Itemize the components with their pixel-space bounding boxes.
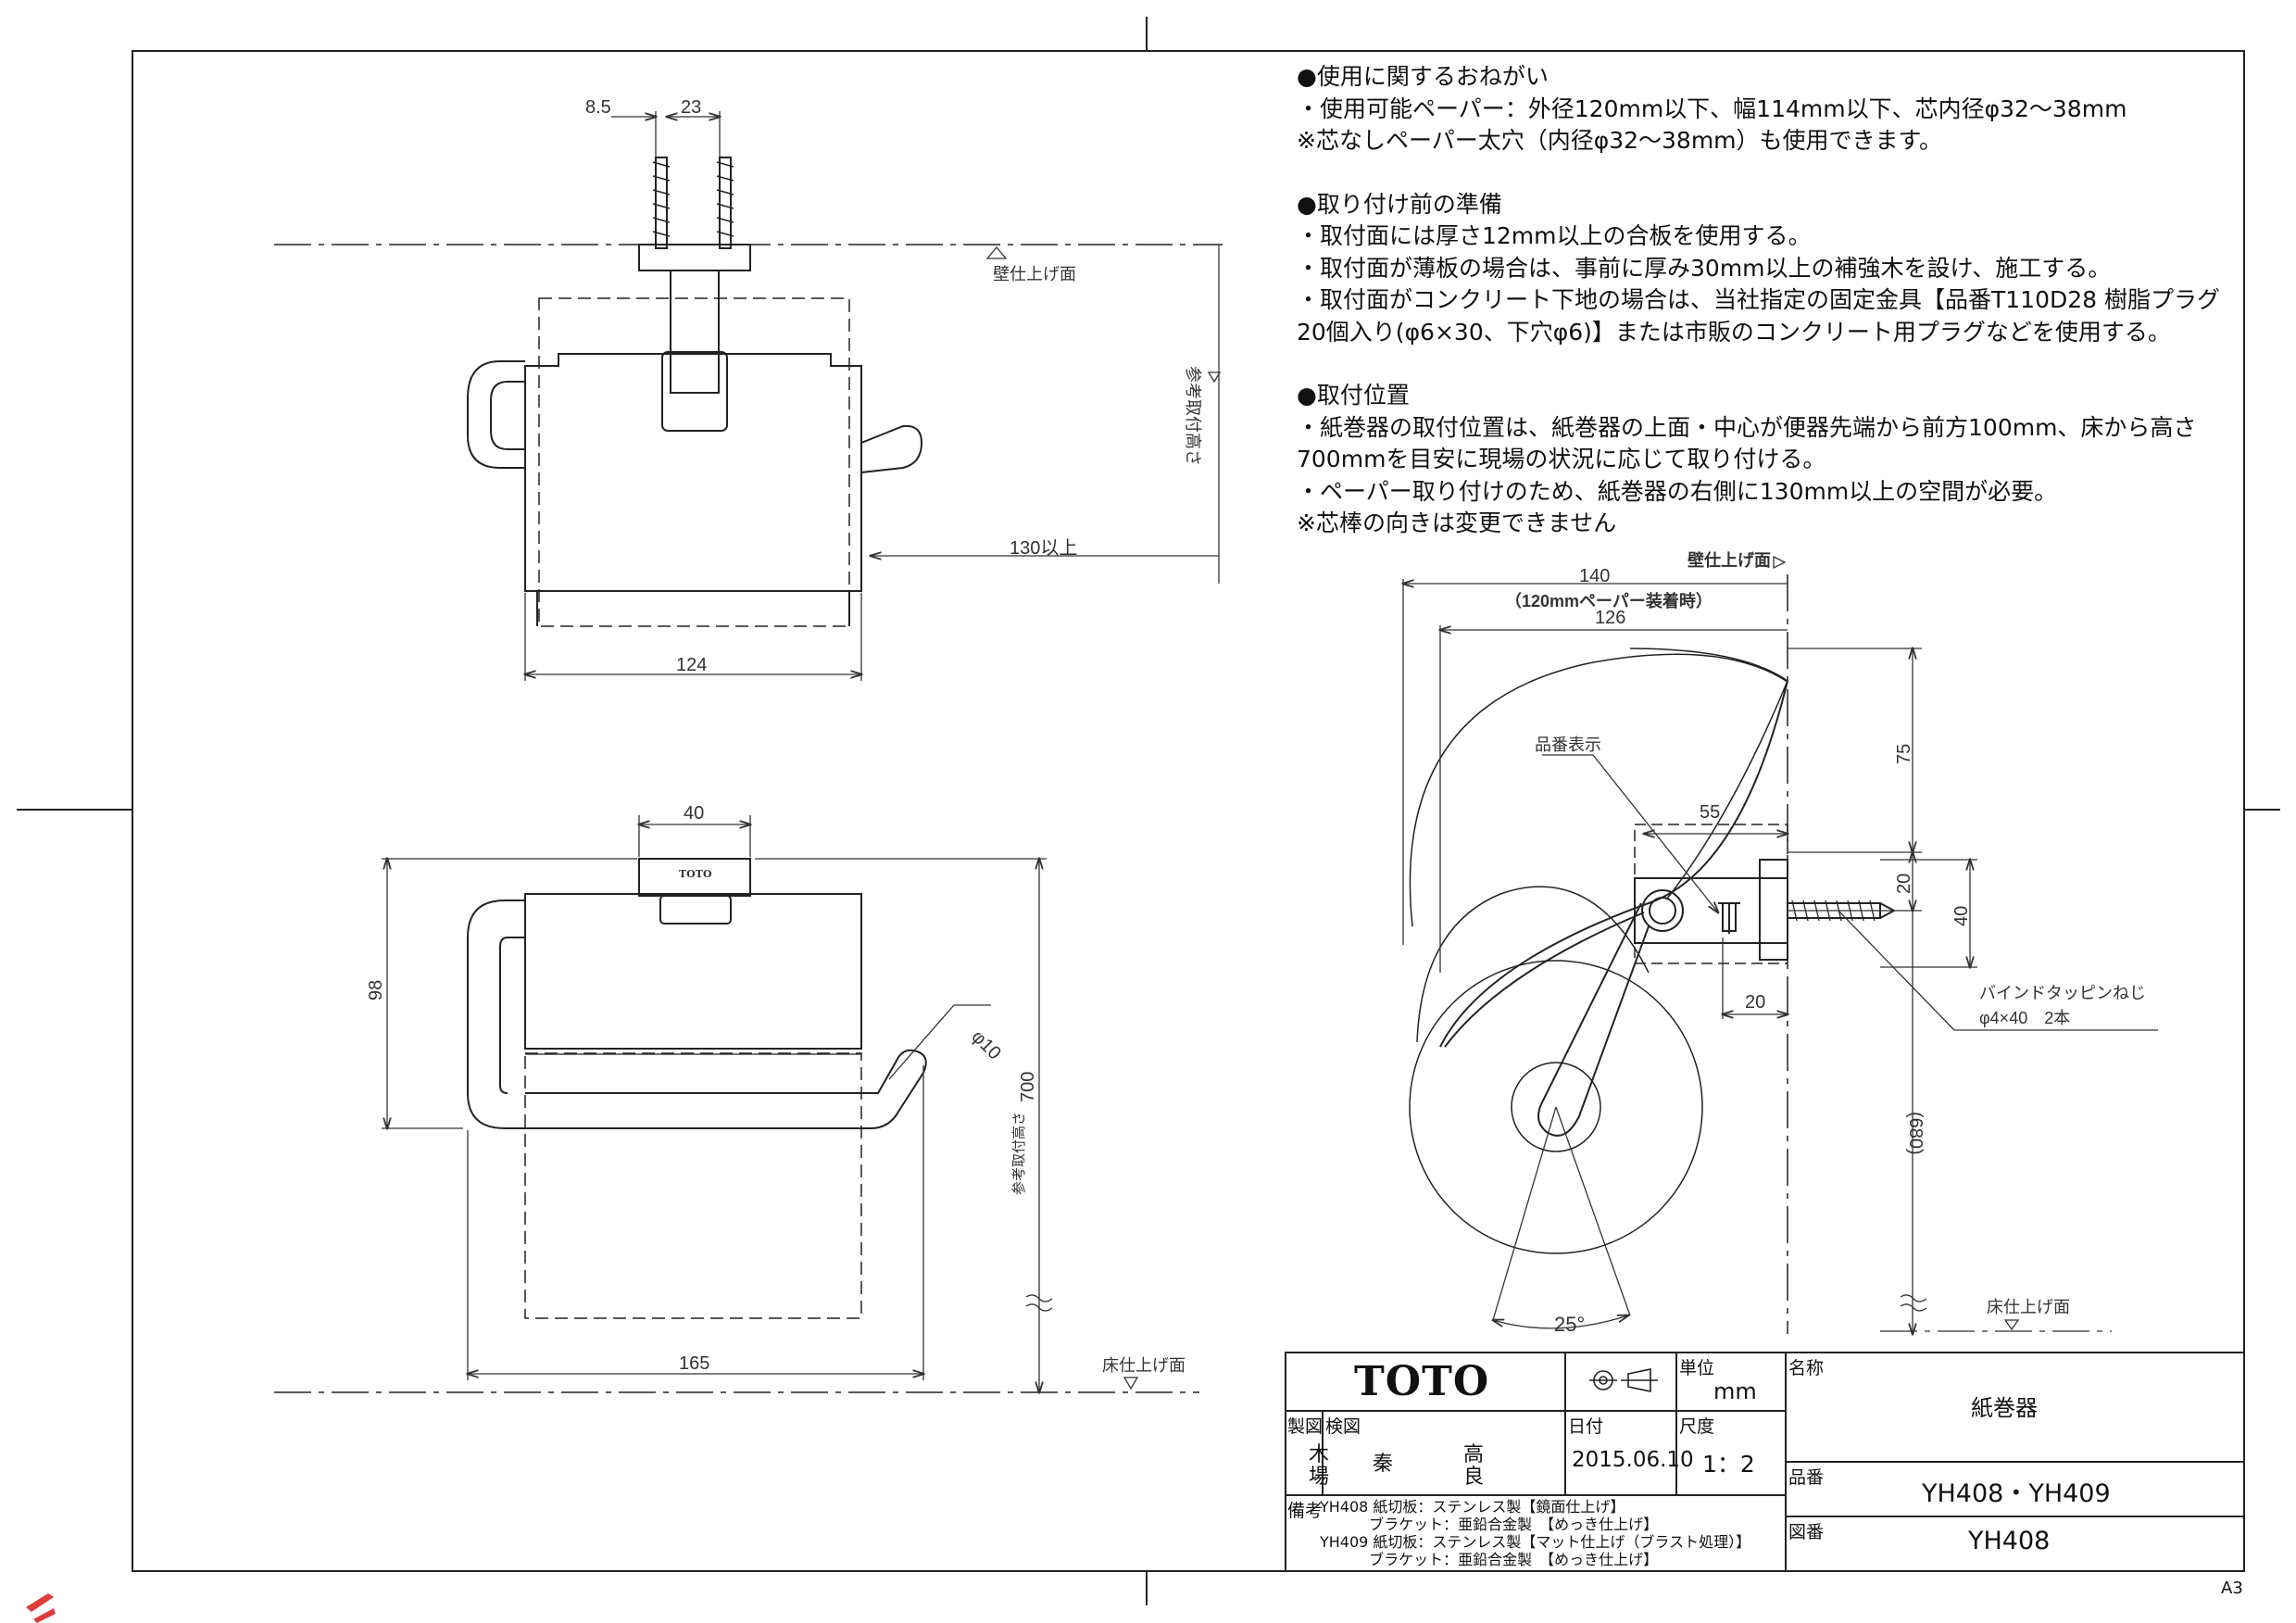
install-height-ref-label: 参考取付高さ — [1184, 366, 1202, 466]
remarks-line: ブラケット：亜鉛合金製 【めっき仕上げ】 — [1320, 1516, 1659, 1533]
dim-40: 40 — [684, 803, 704, 824]
dim-23: 23 — [681, 97, 701, 118]
dim-75: 75 — [1894, 744, 1914, 764]
dim-55: 55 — [1700, 802, 1720, 823]
side-floor-finish-label: 床仕上げ面 — [1987, 1298, 2070, 1316]
part-number-mark-label: 品番表示 — [1535, 736, 1601, 754]
angle-25: 25° — [1554, 1313, 1585, 1336]
notes-line: ・紙巻器の取付位置は、紙巻器の上面・中心が便器先端から前方100mm、床から高さ — [1297, 413, 2197, 441]
notes-line: 20個入り(φ6×30、下穴φ6)】または市販のコンクリート用プラグなどを使用す… — [1297, 318, 2171, 346]
side-wall-marker — [1773, 555, 1787, 570]
product-value: YH408・YH409 — [1922, 1479, 2111, 1508]
notes-line: ・ペーパー取り付けのため、紙巻器の右側に130mm以上の空間が必要。 — [1297, 477, 2058, 505]
drawn-value-2: 場 — [1309, 1466, 1330, 1489]
title-block-lines — [1285, 1352, 2245, 1572]
brand-logo: TOTO — [1354, 1358, 1490, 1405]
floor-marker-triangle — [1123, 1377, 1139, 1390]
ref-height-label: 参考取付高さ — [1011, 1112, 1027, 1195]
dim-126: 126 — [1595, 608, 1625, 628]
checked-value: 秦 — [1373, 1453, 1394, 1476]
wall-marker-triangle-2 — [1207, 371, 1222, 384]
notes-line: ・使用可能ペーパー：外径120mm以下、幅114mm以下、芯内径φ32～38mm — [1297, 94, 2127, 122]
drawn-label: 製図 — [1287, 1416, 1324, 1437]
third-angle-symbol — [1589, 1368, 1658, 1392]
remarks-label: 備考 — [1287, 1501, 1324, 1521]
logo-mark — [26, 1593, 56, 1623]
checked-label: 検図 — [1325, 1416, 1361, 1437]
front-logo: TOTO — [679, 868, 712, 880]
notes-preparation: ●取り付け前の準備 ・取付面には厚さ12mm以上の合板を使用する。 ・取付面が薄… — [1297, 189, 2251, 349]
floor-finish-label: 床仕上げ面 — [1102, 1356, 1186, 1375]
top-view — [274, 157, 1223, 627]
front-view-dimensions — [382, 815, 1053, 1392]
side-view-dimensions — [1403, 579, 2158, 1334]
side-wall-finish-label: 壁仕上げ面 — [1687, 550, 1771, 570]
remarks-line: ブラケット：亜鉛合金製 【めっき仕上げ】 — [1320, 1551, 1659, 1568]
notes-usage-heading: ●使用に関するおねがい — [1297, 63, 1549, 90]
scale-label: 尺度 — [1679, 1416, 1715, 1437]
date-value: 2015.06.10 — [1572, 1448, 1694, 1472]
unit-label: 単位 — [1679, 1358, 1715, 1378]
screw-name-label: バインドタッピンねじ — [1979, 984, 2146, 1002]
notes-line: ※芯棒の向きは変更できません — [1297, 510, 1617, 536]
dim-140: 140 — [1579, 566, 1610, 586]
notes-line: ・取付面がコンクリート下地の場合は、当社指定の固定金具【品番T110D28 樹脂… — [1297, 286, 2221, 313]
notes-line: 700mmを目安に現場の状況に応じて取り付ける。 — [1297, 446, 1826, 472]
drawing-label: 図番 — [1788, 1522, 1825, 1542]
remarks-line: YH408 紙切板：ステンレス製【鏡面仕上げ】 — [1320, 1498, 1625, 1516]
unit-value: mm — [1713, 1378, 1757, 1404]
notes-position-heading: ●取付位置 — [1297, 382, 1410, 409]
top-view-dimensions — [525, 111, 1220, 681]
paper-note: （120mmペーパー装着時） — [1505, 591, 1713, 610]
dim-40-vertical: 40 — [1951, 906, 1972, 926]
dim-20-vertical: 20 — [1894, 874, 1914, 894]
dim-680: (680) — [1905, 1112, 1926, 1155]
wall-finish-label: 壁仕上げ面 — [993, 265, 1076, 283]
approved-value-1: 高 — [1463, 1443, 1485, 1466]
notes-line: ※芯なしペーパー太穴（内径φ32～38mm）も使用できます。 — [1297, 127, 1943, 154]
name-value: 紙巻器 — [1971, 1395, 2038, 1421]
approved-value-2: 良 — [1463, 1466, 1485, 1489]
front-view — [274, 858, 1199, 1393]
screw-spec-label: φ4×40 2本 — [1979, 1009, 2070, 1027]
dim-130: 130以上 — [1010, 537, 1077, 559]
notes-position: ●取付位置 ・紙巻器の取付位置は、紙巻器の上面・中心が便器先端から前方100mm… — [1297, 380, 2251, 540]
sheet-border — [17, 17, 2280, 1605]
notes-line: ・取付面が薄板の場合は、事前に厚み30mm以上の補強木を設け、施工する。 — [1297, 254, 2112, 282]
notes-usage: ●使用に関するおねがい ・使用可能ペーパー：外径120mm以下、幅114mm以下… — [1297, 61, 2251, 157]
dim-20-horizontal: 20 — [1745, 992, 1765, 1013]
dim-165: 165 — [679, 1353, 709, 1374]
date-label: 日付 — [1568, 1416, 1604, 1437]
side-view — [1409, 574, 1897, 1334]
notes-preparation-heading: ●取り付け前の準備 — [1297, 190, 1502, 218]
drawn-value-1: 木 — [1309, 1443, 1330, 1466]
dim-124: 124 — [676, 655, 707, 675]
notes-line: ・取付面には厚さ12mm以上の合板を使用する。 — [1297, 222, 1812, 249]
product-label: 品番 — [1788, 1467, 1825, 1488]
screw-left — [652, 157, 671, 249]
dim-phi10: φ10 — [967, 1026, 1004, 1063]
side-floor-marker — [2003, 1319, 2020, 1331]
dim-8-5: 8.5 — [585, 97, 611, 118]
remarks-line: YH409 紙切板：ステンレス製【マット仕上げ（ブラスト処理）】 — [1320, 1533, 1751, 1551]
sheet-size: A3 — [2221, 1579, 2243, 1598]
wall-marker-triangle — [985, 245, 1008, 259]
dim-700: 700 — [1018, 1072, 1038, 1102]
screw-right — [716, 157, 734, 249]
usage-notes: ●使用に関するおねがい ・使用可能ペーパー：外径120mm以下、幅114mm以下… — [1297, 61, 2251, 572]
scale-value: 1：2 — [1702, 1451, 1755, 1478]
dim-98: 98 — [366, 980, 386, 1000]
name-label: 名称 — [1788, 1358, 1825, 1378]
drawing-value: YH408 — [1968, 1527, 2051, 1555]
